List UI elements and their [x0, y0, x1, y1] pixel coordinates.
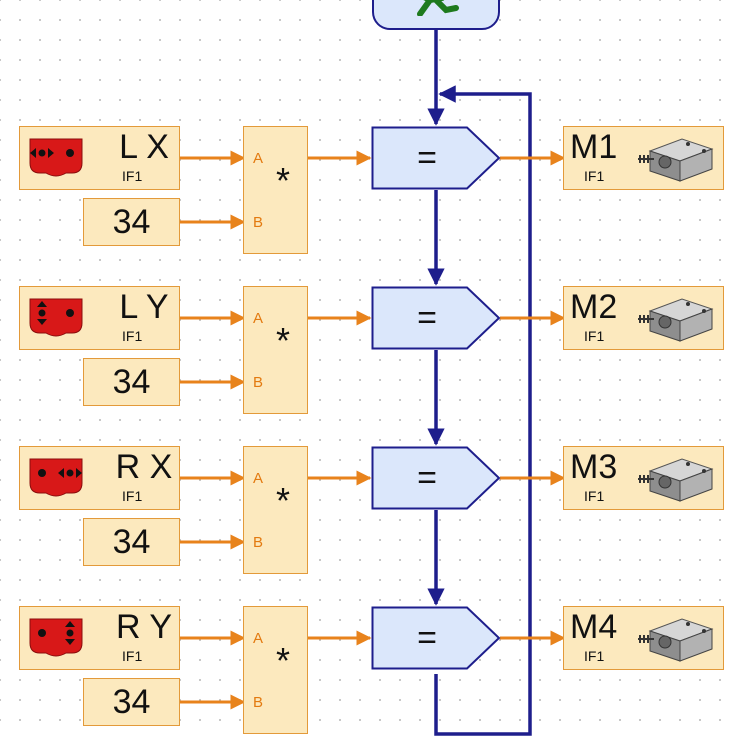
motor-interface: IF1: [584, 328, 605, 344]
compare-shape: [371, 606, 501, 670]
joystick-left-horizontal-icon: [29, 138, 83, 177]
compare-symbol: =: [417, 138, 437, 177]
motor-interface: IF1: [584, 168, 605, 184]
constant-block[interactable]: 34: [83, 678, 180, 726]
compare-block[interactable]: =: [371, 446, 501, 510]
compare-block[interactable]: =: [371, 606, 501, 670]
joystick-right-horizontal-icon: [29, 458, 83, 497]
compare-shape: [371, 446, 501, 510]
input-name: R Y: [115, 608, 173, 646]
start-block[interactable]: [372, 0, 500, 30]
compare-shape: [371, 286, 501, 350]
input-name: R X: [115, 448, 173, 486]
motor-name: M3: [570, 448, 618, 486]
constant-block[interactable]: 34: [83, 198, 180, 246]
motor-icon: [638, 458, 714, 502]
input-interface: IF1: [122, 328, 143, 344]
operator-symbol: *: [276, 480, 291, 521]
operator-symbol: *: [276, 320, 291, 361]
joystick-input-block[interactable]: R Y IF1: [19, 606, 180, 670]
compare-symbol: =: [417, 618, 437, 657]
input-name: L X: [119, 128, 169, 166]
joystick-left-vertical-icon: [29, 298, 83, 337]
pin-a-label: A: [253, 630, 264, 647]
multiply-operator-block[interactable]: A B *: [243, 286, 308, 414]
joystick-input-block[interactable]: L X IF1: [19, 126, 180, 190]
constant-block[interactable]: 34: [83, 358, 180, 406]
motor-name: M4: [570, 608, 618, 646]
pin-a-label: A: [253, 150, 264, 167]
running-man-icon: [417, 0, 459, 16]
pin-b-label: B: [253, 374, 264, 391]
multiply-operator-block[interactable]: A B *: [243, 446, 308, 574]
motor-interface: IF1: [584, 648, 605, 664]
motor-icon: [638, 618, 714, 662]
pin-b-label: B: [253, 214, 264, 231]
motor-icon: [638, 138, 714, 182]
constant-block[interactable]: 34: [83, 518, 180, 566]
joystick-input-block[interactable]: R X IF1: [19, 446, 180, 510]
operator-symbol: *: [276, 160, 291, 201]
joystick-right-vertical-icon: [29, 618, 83, 657]
pin-a-label: A: [253, 310, 264, 327]
motor-name: M2: [570, 288, 618, 326]
input-interface: IF1: [122, 648, 143, 664]
pin-b-label: B: [253, 534, 264, 551]
compare-symbol: =: [417, 458, 437, 497]
compare-block[interactable]: =: [371, 286, 501, 350]
compare-block[interactable]: =: [371, 126, 501, 190]
pin-b-label: B: [253, 694, 264, 711]
input-name: L Y: [119, 288, 169, 326]
multiply-operator-block[interactable]: A B *: [243, 606, 308, 734]
operator-symbol: *: [276, 640, 291, 681]
compare-shape: [371, 126, 501, 190]
joystick-input-block[interactable]: L Y IF1: [19, 286, 180, 350]
compare-symbol: =: [417, 298, 437, 337]
motor-name: M1: [570, 128, 618, 166]
motor-icon: [638, 298, 714, 342]
pin-a-label: A: [253, 470, 264, 487]
multiply-operator-block[interactable]: A B *: [243, 126, 308, 254]
motor-interface: IF1: [584, 488, 605, 504]
input-interface: IF1: [122, 488, 143, 504]
flow-line-loop: [434, 85, 532, 736]
input-interface: IF1: [122, 168, 143, 184]
